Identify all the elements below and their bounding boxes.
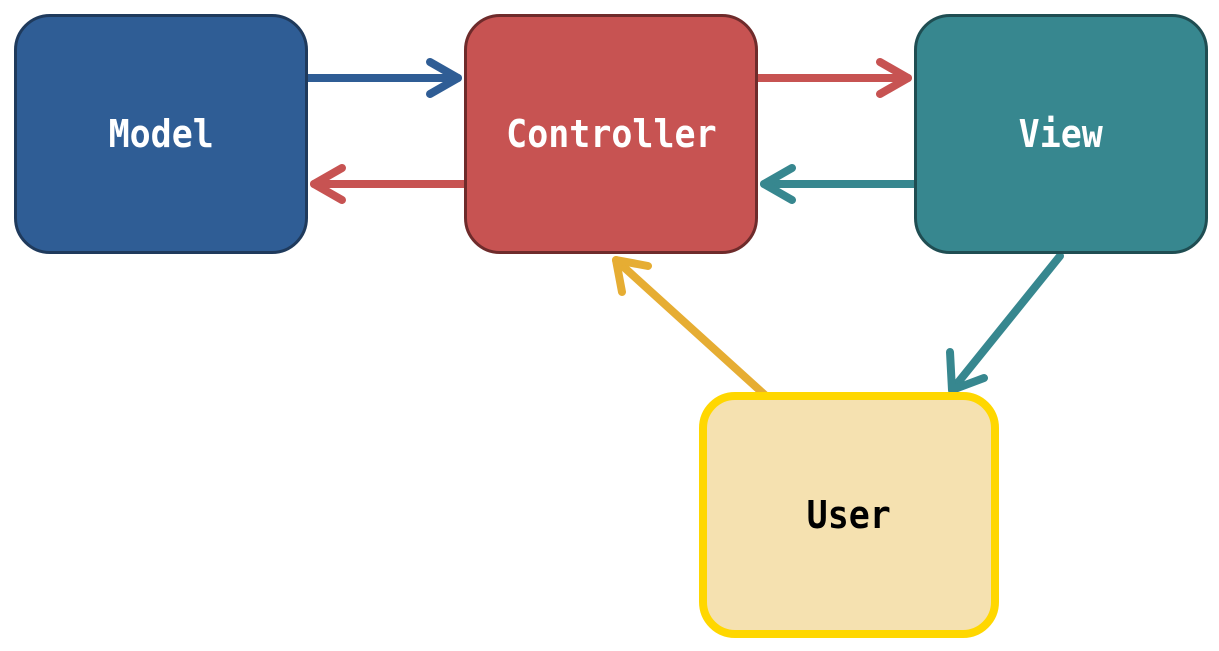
model-box: Model: [14, 14, 308, 254]
arrow-controller-to-model: [310, 164, 468, 204]
arrow-view-to-user: [946, 252, 1064, 394]
controller-label: Controller: [505, 112, 717, 156]
view-label: View: [1018, 112, 1104, 156]
user-box: User: [699, 392, 999, 638]
arrow-model-to-controller: [304, 58, 462, 98]
model-label: Model: [108, 112, 214, 156]
arrow-user-to-controller: [612, 256, 770, 400]
view-box: View: [914, 14, 1208, 254]
arrow-view-to-controller: [760, 164, 918, 204]
controller-box: Controller: [464, 14, 758, 254]
user-label: User: [806, 493, 892, 537]
arrow-controller-to-view: [754, 58, 912, 98]
